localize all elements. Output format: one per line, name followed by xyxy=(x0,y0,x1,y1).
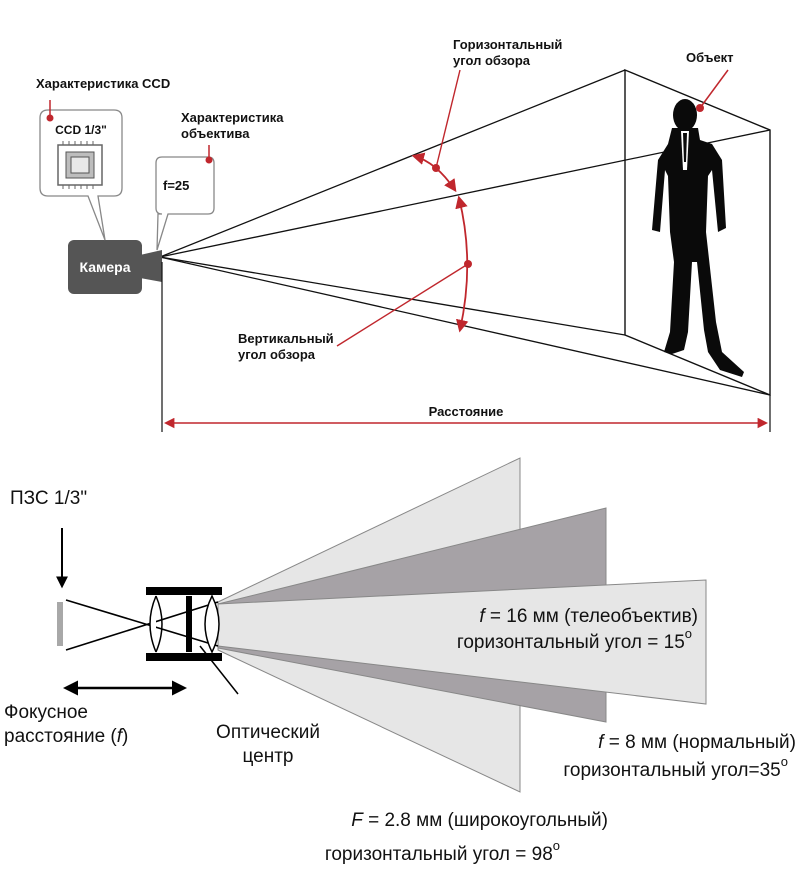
optical-center-label-line2: центр xyxy=(243,746,294,767)
lens-characteristic-label-line1: Характеристика xyxy=(181,110,284,125)
vertical-angle-dot xyxy=(464,260,472,268)
camera-icon: Камера xyxy=(68,240,162,294)
vertical-angle-arc xyxy=(336,195,469,347)
normal-label-line1: f = 8 мм (нормальный) xyxy=(598,732,796,753)
bottom-diagram: ПЗС 1/3" Фокусное расстояние (f) Оптичес… xyxy=(4,457,796,865)
distance-label: Расстояние xyxy=(429,404,504,419)
lens-barrel-icon xyxy=(146,587,222,661)
lens-characteristic-label-line2: объектива xyxy=(181,126,250,141)
sensor-element xyxy=(57,602,63,646)
object-label: Объект xyxy=(686,50,734,65)
ccd-characteristic-pointer xyxy=(46,100,54,122)
optical-rays xyxy=(65,599,219,651)
vertical-angle-label-line2: угол обзора xyxy=(238,347,316,362)
distance-dimension xyxy=(161,262,771,432)
horizontal-angle-label-line1: Горизонтальный xyxy=(453,37,562,52)
ccd-chip-icon xyxy=(57,141,103,189)
person-silhouette-icon xyxy=(652,99,744,377)
wide-angle-label-line2: горизонтальный угол = 98o xyxy=(325,838,560,865)
sensor-label: ПЗС 1/3" xyxy=(10,488,87,509)
normal-label-line2: горизонтальный угол=35o xyxy=(563,754,788,781)
wide-angle-label-line1: F = 2.8 мм (широкоугольный) xyxy=(351,810,608,831)
horizontal-angle-dot xyxy=(432,164,440,172)
optical-center-label-line1: Оптический xyxy=(216,722,320,743)
optical-center-pointer xyxy=(199,645,239,695)
vertical-angle-label-line1: Вертикальный xyxy=(238,331,334,346)
telephoto-label-line1: f = 16 мм (телеобъектив) xyxy=(479,606,698,627)
focal-label-line1: Фокусное xyxy=(4,702,88,723)
lens-characteristic-pointer xyxy=(205,145,213,164)
focal-label-line2: расстояние (f) xyxy=(4,726,128,747)
lens-callout: f=25 xyxy=(155,156,215,251)
ccd-characteristic-label: Характеристика CCD xyxy=(36,76,170,91)
lens-box-label: f=25 xyxy=(163,178,189,193)
horizontal-angle-label-line2: угол обзора xyxy=(453,53,531,68)
ccd-callout: CCD 1/3" xyxy=(39,109,123,241)
horizontal-angle-arc xyxy=(411,69,461,193)
camera-label: Камера xyxy=(80,259,131,275)
top-diagram: Камера CCD 1/3" Характеристика CCD xyxy=(36,37,771,432)
object-pointer xyxy=(696,69,729,112)
ccd-box-label: CCD 1/3" xyxy=(55,123,107,137)
telephoto-label-line2: горизонтальный угол = 15o xyxy=(457,626,692,653)
